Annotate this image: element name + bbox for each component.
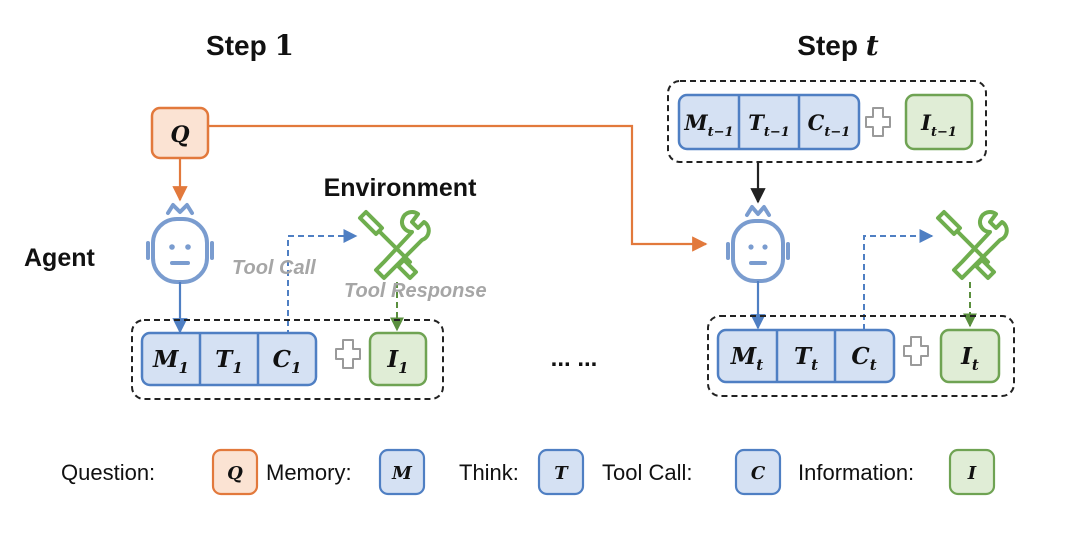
robot-icon <box>726 205 790 283</box>
tool-call-arrow <box>863 229 934 330</box>
environment-label: Environment <box>324 174 477 202</box>
legend-label: Think: <box>459 460 519 485</box>
legend-label: Memory: <box>266 460 352 485</box>
information-box <box>368 331 428 387</box>
legend-memory-box <box>378 448 426 496</box>
robot-icon <box>146 203 214 284</box>
information-box <box>939 328 1001 384</box>
legend-think-box <box>537 448 585 496</box>
previous-step-group <box>667 80 987 163</box>
legend-symbol: I <box>967 463 977 484</box>
legend-label: Question: <box>61 460 155 485</box>
tool-call-cell: Ct−1 <box>808 110 851 140</box>
query-letter: Q <box>170 122 189 148</box>
plus-icon <box>865 107 891 137</box>
legend-label: Tool Call: <box>602 460 692 485</box>
think-cell: T1 <box>215 346 243 377</box>
memory-cell: M1 <box>152 346 189 377</box>
think-cell: Tt−1 <box>748 110 790 140</box>
query-to-agent-t-arrow <box>208 124 708 252</box>
legend-question-box <box>211 448 259 496</box>
tool-call-arrow <box>287 229 358 336</box>
step-t-mtc-container <box>716 328 896 384</box>
step-t-heading: Step t <box>797 29 878 62</box>
step-1-heading: Step 1 <box>206 29 294 62</box>
tools-icon <box>936 210 1009 280</box>
legend-tool-call-box <box>734 448 782 496</box>
step-t-group <box>707 315 1015 397</box>
plus-icon <box>335 339 361 369</box>
information-cell: It <box>960 343 979 374</box>
think-cell: Tt <box>794 343 818 374</box>
ellipsis: ... ... <box>551 345 598 372</box>
agent-label: Agent <box>24 244 96 272</box>
legend-symbol: C <box>751 463 766 484</box>
information-cell: I1 <box>386 346 408 377</box>
legend-information-box <box>948 448 996 496</box>
step-1-group <box>131 319 444 400</box>
previous-mtc-container <box>677 93 861 151</box>
legend-label: Information: <box>798 460 914 485</box>
legend-symbol: Q <box>227 463 243 484</box>
step-1-mtc-container <box>140 331 318 387</box>
legend-symbol: T <box>554 463 569 484</box>
tool-call-cell: Ct <box>851 343 876 374</box>
tool-response-label: Tool Response <box>344 280 487 302</box>
memory-cell: Mt <box>730 343 763 374</box>
tool-call-cell: C1 <box>273 346 302 377</box>
tool-call-label: Tool Call <box>232 257 316 279</box>
legend-symbol: M <box>391 463 413 484</box>
plus-icon <box>903 336 929 366</box>
legend: Question: Q Memory: M Think: T Tool Call… <box>61 448 996 496</box>
information-cell: It−1 <box>920 110 957 140</box>
information-box <box>904 93 974 151</box>
tools-icon <box>358 210 431 280</box>
memory-cell: Mt−1 <box>683 110 733 140</box>
